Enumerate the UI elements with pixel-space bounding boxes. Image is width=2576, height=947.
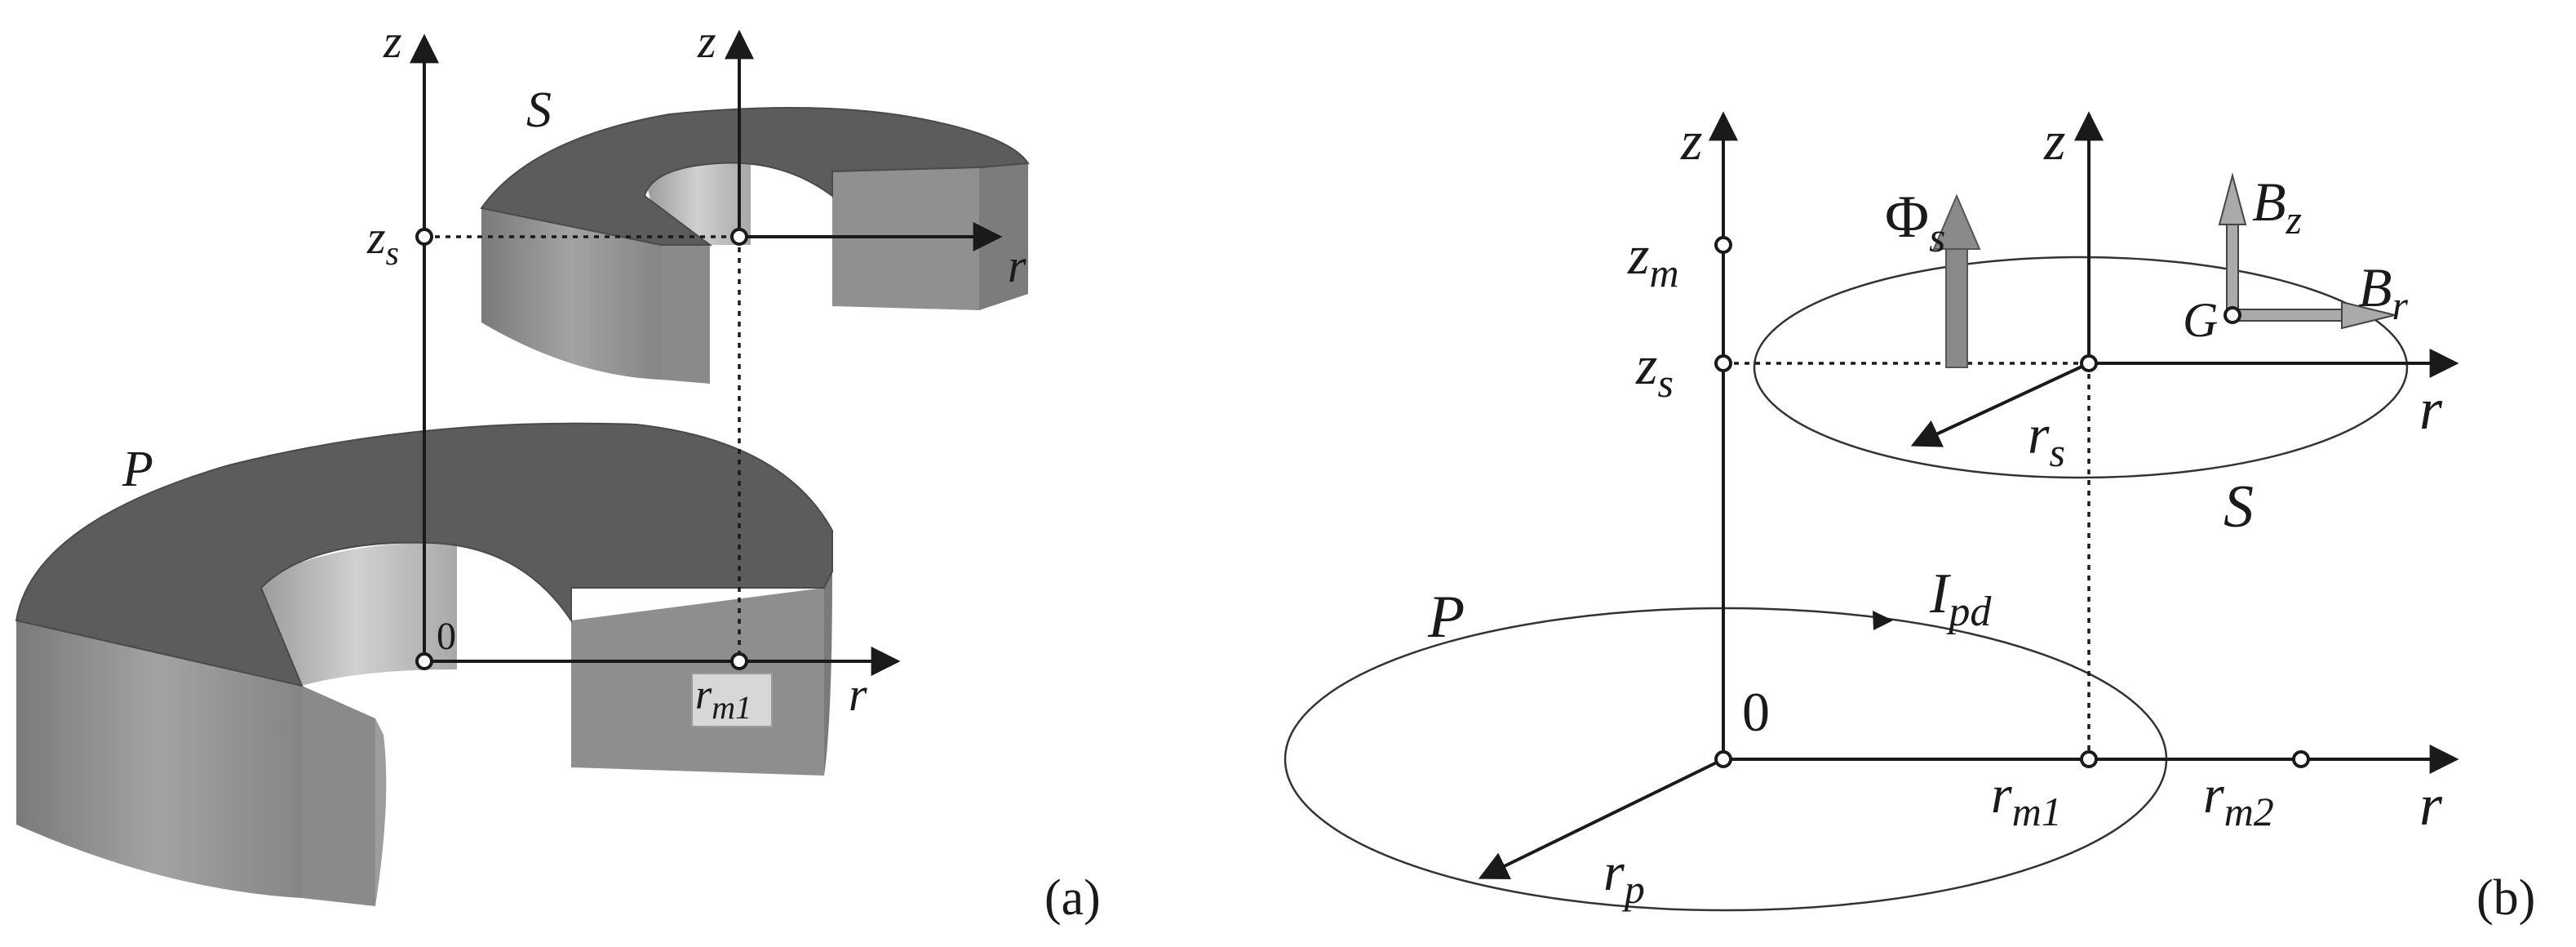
zm-point-b: [1714, 236, 1732, 254]
rp-label-b: rp: [1603, 843, 1645, 912]
rm2-point-b: [2292, 750, 2310, 768]
origin-label-b: 0: [1742, 681, 1770, 743]
origin-label-a: 0: [437, 615, 456, 658]
z-label-right-b: z: [2043, 109, 2065, 171]
ipd-direction-arrow: [1873, 611, 1893, 630]
zs-point-b: [1714, 354, 1732, 372]
zs-label-a: zs: [366, 211, 399, 273]
origin-point-b: [1714, 750, 1732, 768]
coil-s-label-b: S: [2224, 474, 2254, 540]
g-label-b: G: [2183, 293, 2218, 347]
rs-radius-arrow: [1910, 362, 2090, 447]
r-label-top-b: r: [2419, 376, 2443, 442]
zs-label-b: zs: [1635, 334, 1674, 406]
rs-label-b: rs: [2028, 403, 2065, 475]
g-point-b: [2224, 306, 2241, 324]
coil-s-solid: [480, 107, 1030, 384]
origin-point-a: [415, 652, 433, 670]
z-label-left-b: z: [1680, 109, 1702, 171]
coil-p-label-a: P: [122, 442, 153, 497]
panel-a-tag: (a): [1044, 870, 1101, 926]
r-label-top-a: r: [1008, 239, 1026, 292]
panel-b: z z zm zs Φs Bz Br G r rs S Ipd P 0 rm1 …: [1284, 109, 2535, 926]
r-label-bottom-b: r: [2419, 772, 2443, 838]
panel-b-tag: (b): [2476, 870, 2535, 926]
r-label-bottom-a: r: [849, 668, 867, 721]
zs-point-a: [415, 228, 433, 246]
bz-label-b: Bz: [2252, 171, 2302, 242]
rm1-label-box-a: [691, 673, 773, 727]
coil-p-solid: [15, 422, 833, 906]
z-label-left-a: z: [383, 15, 402, 68]
rm1-point-a: [730, 652, 748, 670]
rm1-label-b: rm1: [1991, 765, 2062, 834]
coil-s-label-a: S: [526, 82, 552, 138]
rm1-label-a: rm1: [695, 672, 752, 726]
s-center-point-a: [730, 228, 748, 246]
zm-label-b: zm: [1627, 224, 1679, 296]
rp-radius-arrow: [1478, 758, 1724, 879]
flux-label-b: Φs: [1885, 184, 1945, 261]
flux-arrow: [1932, 193, 1981, 368]
s-center-point-b: [2080, 354, 2098, 372]
rm2-label-b: rm2: [2203, 765, 2274, 834]
panel-a: z z S P zs r 0 rm1 r (a): [15, 15, 1101, 926]
coil-p-label-b: P: [1427, 584, 1465, 651]
z-label-right-a: z: [697, 15, 716, 68]
ipd-label-b: Ipd: [1929, 562, 1992, 635]
rm1-point-b: [2080, 750, 2098, 768]
coil-s-loop: [1753, 256, 2409, 479]
br-label-b: Br: [2358, 256, 2409, 328]
